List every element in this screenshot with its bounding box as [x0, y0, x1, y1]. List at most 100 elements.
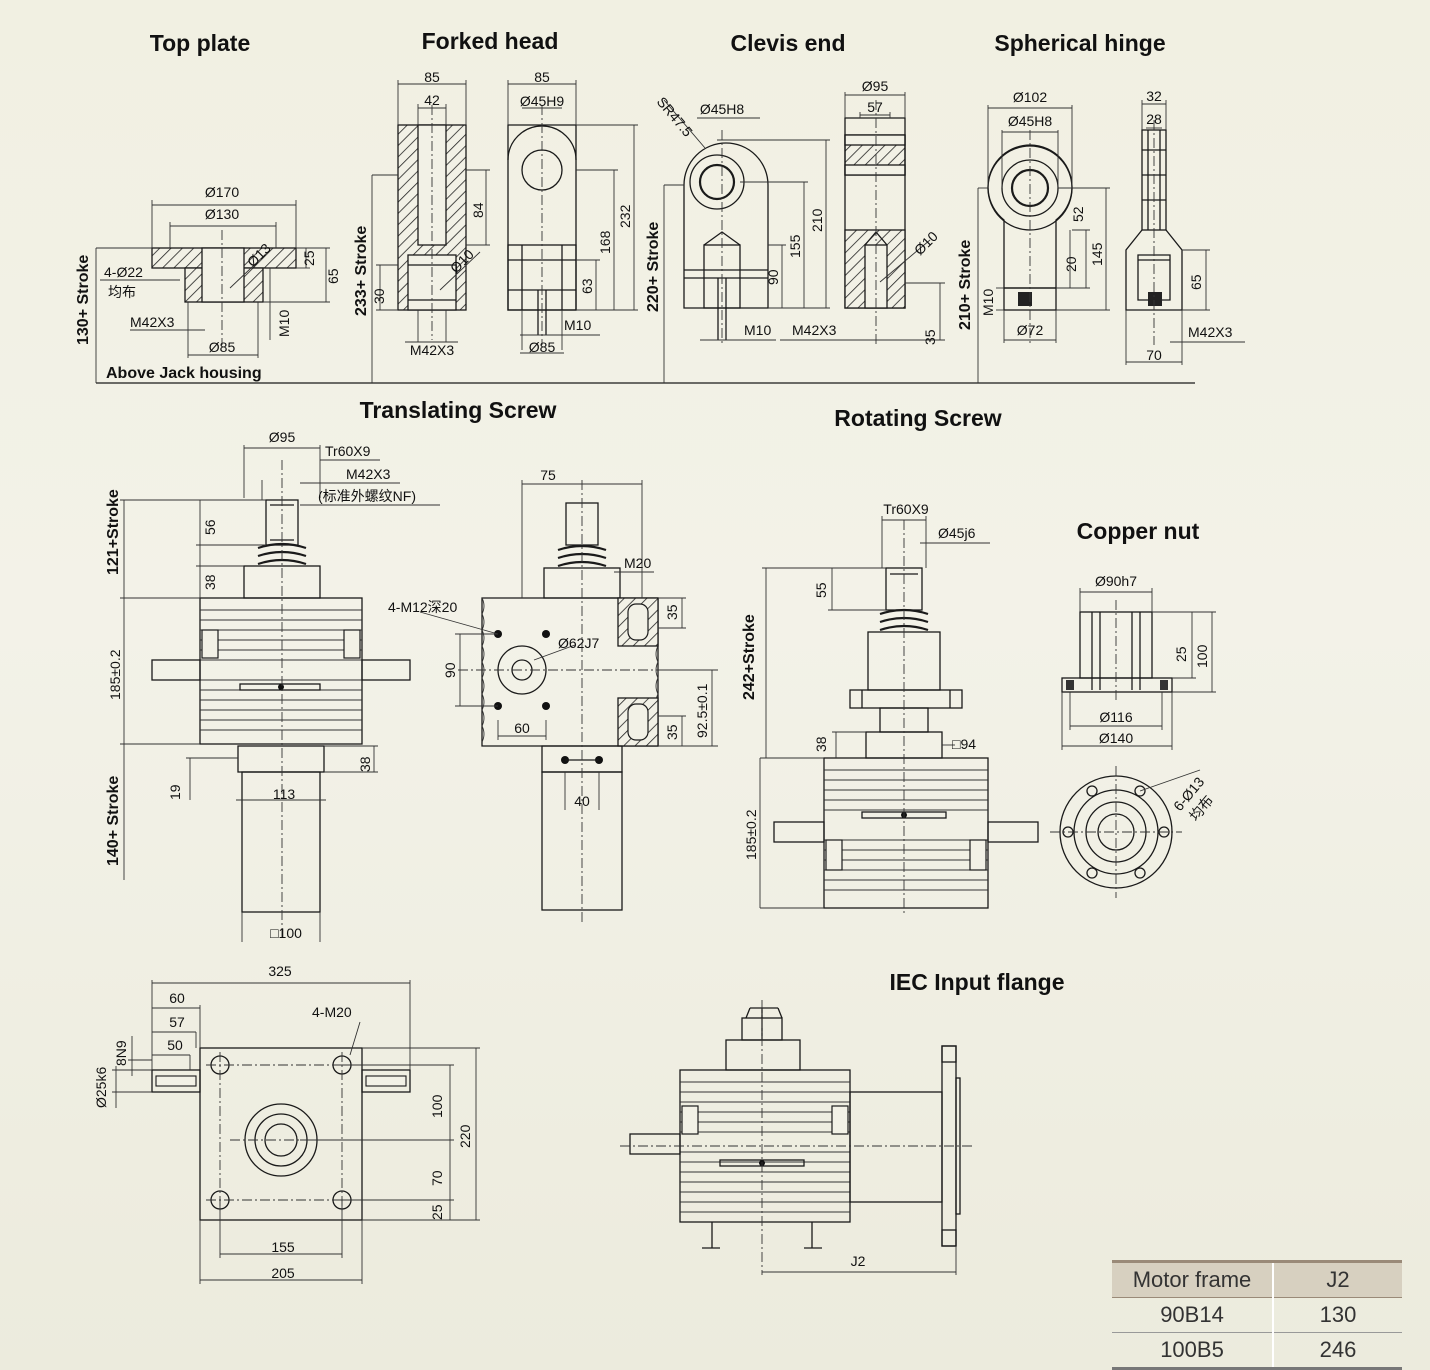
translating-h35b: 35: [664, 724, 680, 740]
table-header-j2: J2: [1273, 1260, 1402, 1298]
translating-h92: 92.5±0.1: [694, 683, 710, 738]
table-cell-j2: 246: [1273, 1332, 1402, 1370]
table-cell-frame: 100B5: [1112, 1332, 1274, 1370]
top-plate-thread: M42X3: [130, 314, 175, 330]
above-jack-housing-label: Above Jack housing: [106, 365, 262, 382]
motor-frame-table: Motor frame J2 90B14 130 100B5 246: [1112, 1260, 1402, 1370]
spherical-hinge-d102: Ø102: [1013, 89, 1047, 105]
rotating-stroke: 242+Stroke: [741, 614, 758, 700]
spherical-hinge-stroke: 210+ Stroke: [957, 240, 974, 330]
rotating-h55: 55: [813, 582, 829, 598]
translating-note: (标准外螺纹NF): [318, 488, 416, 504]
rotating-tr: Tr60X9: [883, 501, 929, 517]
translating-w113: 113: [273, 786, 296, 802]
translating-h38b: 38: [357, 756, 373, 772]
forked-head-h84: 84: [470, 202, 486, 218]
top-plate-holes: 4-Ø22: [104, 264, 143, 280]
rotating-screw-drawing: [759, 516, 1039, 915]
base-w155: 155: [271, 1239, 295, 1255]
spherical-hinge-w32: 32: [1146, 88, 1162, 104]
base-key: 8N9: [113, 1040, 129, 1066]
forked-head-stroke: 233+ Stroke: [353, 226, 370, 316]
base-m20: 4-M20: [312, 1004, 352, 1020]
base-plan-drawing: [112, 980, 480, 1284]
clevis-end-d95: Ø95: [862, 78, 889, 94]
base-w60: 60: [169, 990, 185, 1006]
title-rotating-screw: Rotating Screw: [834, 405, 1002, 431]
top-plate-d85: Ø85: [209, 339, 236, 355]
translating-w40: 40: [574, 793, 590, 809]
copper-nut-h100: 100: [1194, 644, 1210, 668]
forked-head-h63: 63: [579, 278, 595, 294]
translating-w60: 60: [514, 720, 530, 736]
forked-head-w85b: 85: [534, 69, 550, 85]
clevis-end-drawing: [663, 92, 945, 383]
table-row: 100B5 246: [1112, 1332, 1402, 1370]
spherical-hinge-h145: 145: [1089, 242, 1105, 266]
title-clevis-end: Clevis end: [730, 30, 845, 56]
title-copper-nut: Copper nut: [1077, 518, 1200, 544]
translating-stroke-top: 121+Stroke: [105, 489, 122, 575]
table-cell-frame: 90B14: [1112, 1297, 1274, 1333]
spherical-hinge-drawing: [977, 100, 1245, 383]
translating-bore: Ø62J7: [558, 635, 599, 651]
translating-h56: 56: [202, 519, 218, 535]
translating-h38a: 38: [202, 574, 218, 590]
top-plate-h25: 25: [301, 250, 317, 266]
base-h70: 70: [429, 1170, 445, 1186]
table-header-motor-frame: Motor frame: [1112, 1260, 1274, 1298]
spherical-hinge-h65: 65: [1188, 274, 1204, 290]
table-cell-j2: 130: [1273, 1297, 1402, 1333]
translating-h185: 185±0.2: [107, 649, 123, 700]
copper-nut-d90: Ø90h7: [1095, 573, 1137, 589]
spherical-hinge-d72: Ø72: [1017, 322, 1044, 338]
spherical-hinge-w28: 28: [1146, 111, 1162, 127]
translating-w75: 75: [540, 467, 556, 483]
translating-h90: 90: [442, 662, 458, 678]
iec-flange-drawing: [620, 1000, 975, 1275]
copper-nut-d116: Ø116: [1099, 709, 1132, 725]
spherical-hinge-bore: Ø45H8: [1008, 113, 1053, 129]
clevis-end-h35: 35: [922, 329, 938, 345]
spherical-hinge-m10: M10: [980, 289, 996, 316]
translating-d95: Ø95: [269, 429, 296, 445]
top-plate-d170: Ø170: [205, 184, 239, 200]
rotating-d45: Ø45j6: [938, 525, 976, 541]
forked-head-bore: Ø45H9: [520, 93, 565, 109]
rotating-sq94: □94: [952, 736, 976, 752]
translating-h35a: 35: [664, 604, 680, 620]
forked-head-h30: 30: [371, 288, 387, 304]
base-h25: 25: [429, 1204, 445, 1220]
translating-thread: M42X3: [346, 466, 391, 482]
base-w57: 57: [169, 1014, 185, 1030]
forked-head-thread: M42X3: [410, 342, 455, 358]
spherical-hinge-thread: M42X3: [1188, 324, 1233, 340]
clevis-end-w57: 57: [867, 99, 883, 115]
top-plate-h65: 65: [325, 268, 341, 284]
copper-nut-h25: 25: [1173, 646, 1189, 662]
translating-h19: 19: [167, 784, 183, 800]
forked-head-w42: 42: [424, 92, 440, 108]
top-plate-d130: Ø130: [205, 206, 239, 222]
translating-screw-side-drawing: [419, 480, 718, 925]
translating-holes: 4-M12深20: [388, 599, 457, 615]
forked-head-m10: M10: [564, 317, 591, 333]
title-spherical-hinge: Spherical hinge: [994, 30, 1165, 56]
forked-head-d85: Ø85: [529, 339, 556, 355]
copper-nut-drawing: [1050, 588, 1216, 898]
translating-tr: Tr60X9: [325, 443, 371, 459]
rotating-h38: 38: [813, 736, 829, 752]
top-plate-m10: M10: [276, 310, 292, 337]
forked-head-w85a: 85: [424, 69, 440, 85]
clevis-end-h210: 210: [809, 208, 825, 232]
spherical-hinge-w70: 70: [1146, 347, 1162, 363]
iec-j2: J2: [851, 1253, 866, 1269]
forked-head-h232: 232: [617, 204, 633, 228]
top-plate-drawing: [95, 200, 330, 383]
base-d25: Ø25k6: [93, 1067, 109, 1108]
table-header-row: Motor frame J2: [1112, 1260, 1402, 1298]
base-w325: 325: [268, 963, 292, 979]
clevis-end-h155: 155: [787, 234, 803, 258]
